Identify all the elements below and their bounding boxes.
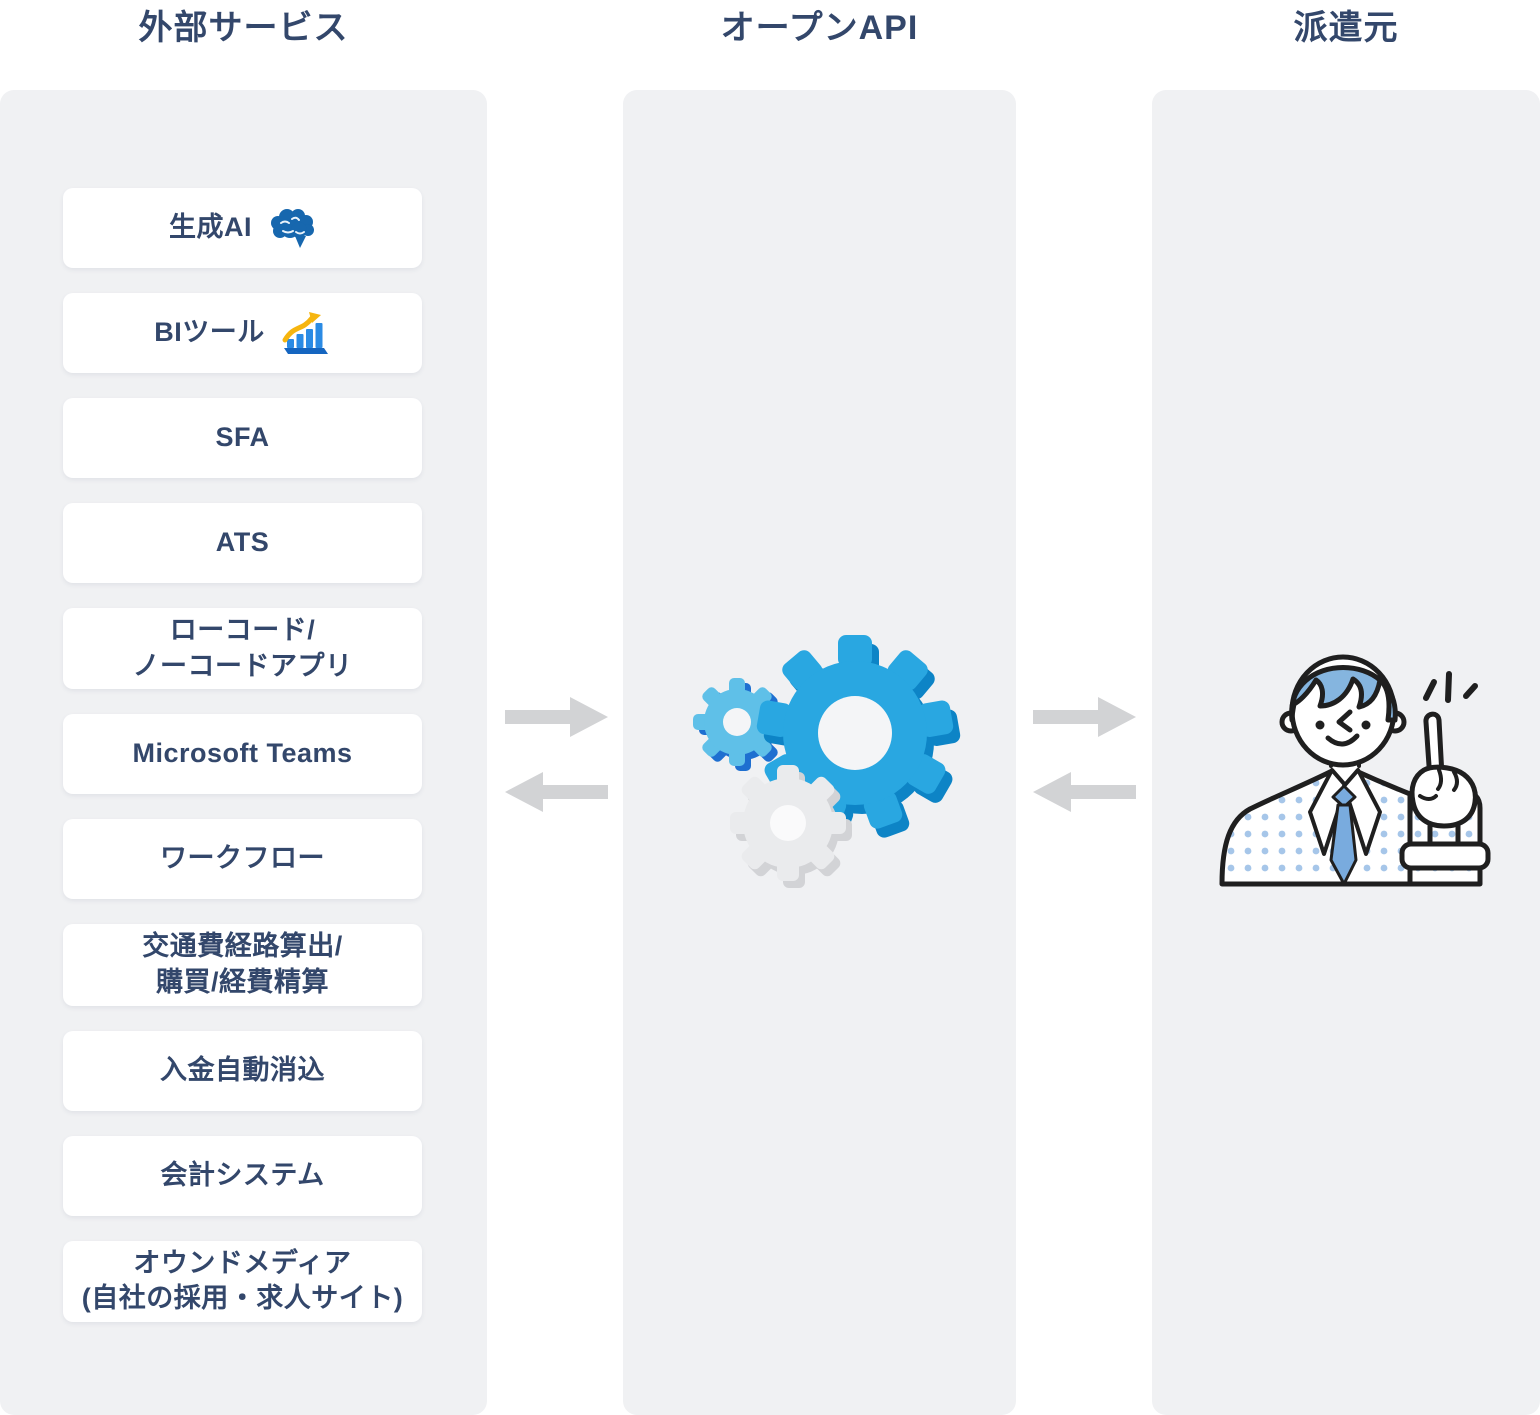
service-card-label: ワークフロー <box>160 843 325 874</box>
service-card-bi-tool: BIツール <box>63 293 422 373</box>
arrow-left-icon <box>505 772 608 812</box>
column-header-external-services: 外部サービス <box>138 9 349 47</box>
bar-chart-growth-icon <box>281 310 331 356</box>
service-card-label: 交通費経路算出/ 購買/経費精算 <box>142 931 343 997</box>
gears-illustration <box>693 635 961 888</box>
service-card-label: オウンドメディア (自社の採用・求人サイト) <box>81 1247 404 1314</box>
service-card-auto-payment-matching: 入金自動消込 <box>63 1030 422 1111</box>
service-card-label: ATS <box>215 527 270 558</box>
brain-icon <box>268 207 316 249</box>
service-card-label: SFA <box>215 422 270 453</box>
service-card-owned-media: オウンドメディア (自社の採用・求人サイト) <box>63 1240 422 1322</box>
service-card-label: ローコード/ ノーコードアプリ <box>132 615 353 681</box>
service-card-microsoft-teams: Microsoft Teams <box>63 714 422 795</box>
column-header-open-api: オープンAPI <box>720 9 919 47</box>
arrow-right-icon <box>505 697 608 737</box>
arrow-right-icon <box>1033 697 1136 737</box>
service-card-expense: 交通費経路算出/ 購買/経費精算 <box>63 924 422 1006</box>
column-header-dispatch-source: 派遣元 <box>1293 9 1399 47</box>
external-services-panel: 生成AI BIツール <box>0 90 487 1415</box>
service-card-list: 生成AI BIツール <box>63 188 422 1322</box>
service-card-sfa: SFA <box>63 398 422 478</box>
service-card-ats: ATS <box>63 503 422 583</box>
service-card-generative-ai: 生成AI <box>63 188 422 268</box>
pointing-businessman-illustration <box>1219 654 1491 887</box>
service-card-label: Microsoft Teams <box>132 738 353 769</box>
service-card-accounting-system: 会計システム <box>63 1135 422 1216</box>
service-card-label: BIツール <box>154 317 265 348</box>
arrow-left-icon <box>1033 772 1136 812</box>
service-card-label: 入金自動消込 <box>160 1054 325 1085</box>
service-card-lowcode-nocode: ローコード/ ノーコードアプリ <box>63 608 422 690</box>
service-card-workflow: ワークフロー <box>63 819 422 900</box>
service-card-label: 会計システム <box>160 1159 325 1190</box>
service-card-label: 生成AI <box>169 212 252 243</box>
